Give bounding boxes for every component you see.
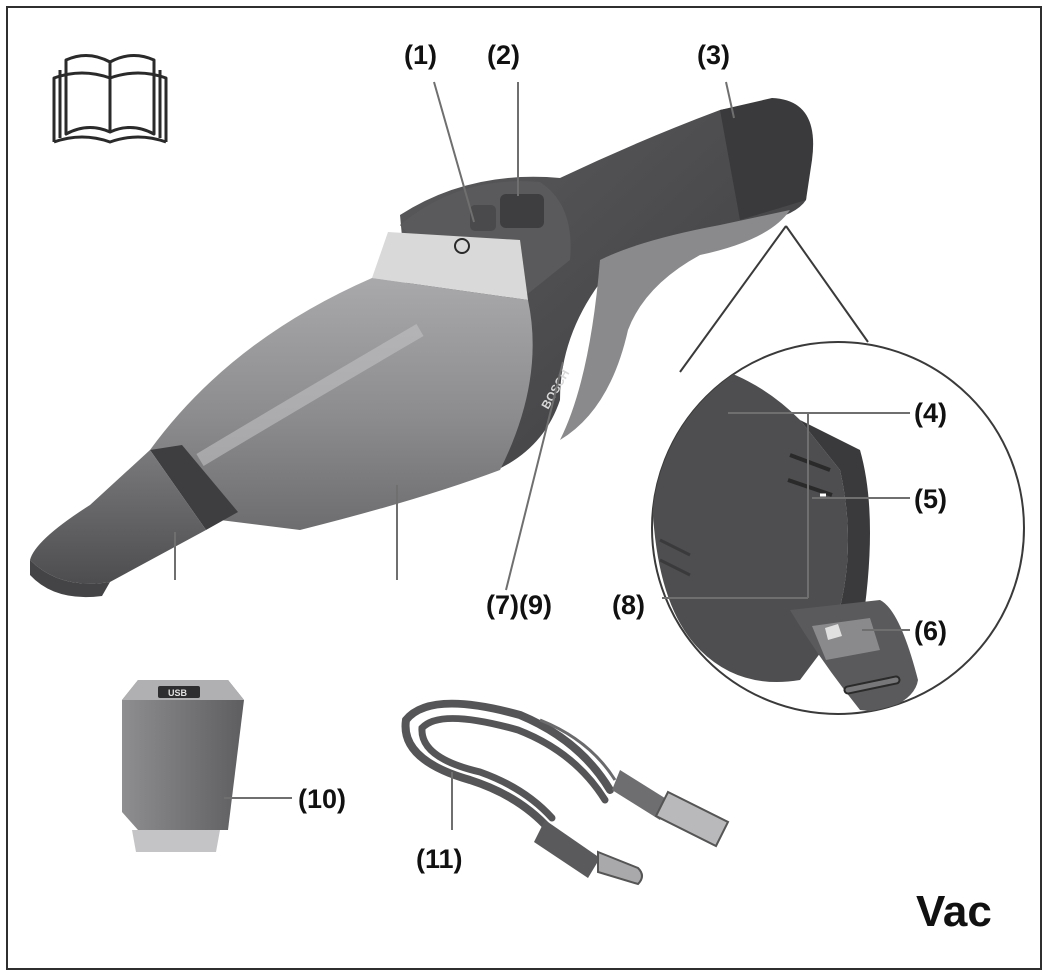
vacuum-cleaner-illustration: BOSCH (30, 98, 814, 598)
leader-lines (174, 81, 910, 830)
product-name-label: Vac (916, 887, 992, 936)
usb-power-adapter: USB (122, 680, 244, 852)
callout-2: (2) (487, 40, 520, 70)
open-book-manual-icon (52, 54, 168, 144)
usb-port-label: USB (168, 688, 188, 698)
callout-3: (3) (697, 40, 730, 70)
callout-10: (10) (298, 784, 346, 814)
callout-11: (11) (416, 844, 463, 874)
callout-4: (4) (914, 398, 947, 428)
usb-a-connector (612, 770, 730, 848)
callout-7-9: (7)(9) (486, 590, 552, 620)
usb-cable (401, 699, 617, 834)
callout-5: (5) (914, 484, 947, 514)
zoom-callout-lines (679, 225, 869, 373)
callout-8: (8) (612, 590, 645, 620)
usb-c-connector (534, 820, 643, 886)
callout-1: (1) (404, 40, 437, 70)
detail-magnified-view (651, 341, 1025, 715)
callout-6: (6) (914, 616, 947, 646)
